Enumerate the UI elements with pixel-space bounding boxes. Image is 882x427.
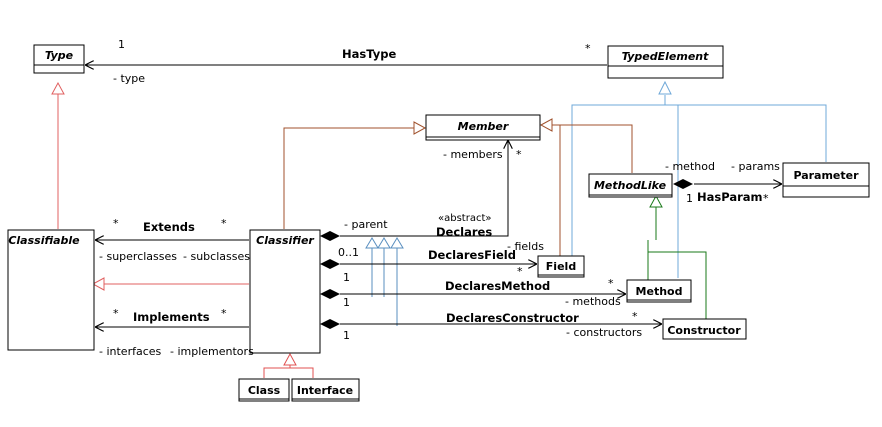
class-member[interactable]: Member xyxy=(425,114,541,141)
mult-declares-method-parent: 1 xyxy=(343,271,350,284)
class-class-name: Class xyxy=(248,384,281,397)
mult-implements-left: * xyxy=(113,307,119,320)
assoc-declares-stereotype: «abstract» xyxy=(438,213,492,224)
role-interfaces: - interfaces xyxy=(99,345,162,358)
role-fields: - fields xyxy=(507,240,544,253)
mult-declares-method-method: * xyxy=(608,277,614,290)
mult-has-type-typed: * xyxy=(585,42,591,55)
role-method: - method xyxy=(665,160,715,173)
generalization-method-like xyxy=(647,194,707,319)
class-parameter-name: Parameter xyxy=(793,169,859,182)
role-methods: - methods xyxy=(565,295,621,308)
mult-declares-field-parent: 0..1 xyxy=(338,246,359,259)
role-subclasses: - subclasses xyxy=(183,250,250,263)
association-declares-method xyxy=(320,289,626,299)
mult-has-param-params: * xyxy=(763,192,769,205)
role-type: - type xyxy=(113,72,145,85)
role-constructors: - constructors xyxy=(566,326,642,339)
role-parent: - parent xyxy=(344,218,388,231)
generalization-classifier-classifiable xyxy=(91,277,249,291)
class-interface-name: Interface xyxy=(297,384,353,397)
class-classifiable-name: Classifiable xyxy=(8,234,80,247)
generalization-class-interface xyxy=(263,352,314,378)
mult-declares-constructor-ctor: * xyxy=(632,310,638,323)
assoc-has-param-label: HasParam xyxy=(697,190,763,204)
class-classifier[interactable]: Classifier xyxy=(249,229,321,354)
class-class[interactable]: Class xyxy=(238,378,290,402)
assoc-implements-label: Implements xyxy=(133,310,210,324)
mult-has-param-method: 1 xyxy=(686,192,693,205)
association-declares-field xyxy=(320,259,537,269)
role-params: - params xyxy=(731,160,780,173)
mult-implements-right: * xyxy=(221,307,227,320)
class-constructor[interactable]: Constructor xyxy=(662,318,747,340)
role-members: - members xyxy=(443,148,503,161)
mult-members: * xyxy=(516,148,522,161)
mult-has-type-type: 1 xyxy=(118,38,125,51)
assoc-declares-label: Declares xyxy=(436,225,492,239)
mult-declares-constructor-parent: 1 xyxy=(343,329,350,342)
class-classifier-name: Classifier xyxy=(256,234,314,247)
association-declares xyxy=(320,140,508,241)
class-type-name: Type xyxy=(45,49,74,62)
mult-extends-left: * xyxy=(113,217,119,230)
class-constructor-name: Constructor xyxy=(667,324,741,337)
class-typed-element-name: TypedElement xyxy=(622,50,710,63)
class-method-like[interactable]: MethodLike xyxy=(588,173,673,198)
class-typed-element[interactable]: TypedElement xyxy=(607,45,724,79)
assoc-has-type-label: HasType xyxy=(342,47,396,61)
association-declares-constructor xyxy=(320,319,662,329)
class-classifiable[interactable]: Classifiable xyxy=(7,229,95,351)
mult-extends-right: * xyxy=(221,217,227,230)
generalization-member xyxy=(283,118,633,258)
association-has-param xyxy=(673,179,782,189)
class-method[interactable]: Method xyxy=(626,279,692,303)
assoc-declares-field-label: DeclaresField xyxy=(428,248,516,262)
assoc-declares-method-label: DeclaresMethod xyxy=(445,279,550,293)
class-member-name: Member xyxy=(458,120,509,133)
class-field-name: Field xyxy=(546,260,576,273)
class-interface[interactable]: Interface xyxy=(291,378,360,402)
class-field[interactable]: Field xyxy=(537,255,585,278)
role-superclasses: - superclasses xyxy=(99,250,177,263)
class-method-name: Method xyxy=(636,285,683,298)
assoc-extends-label: Extends xyxy=(143,220,195,234)
mult-declares-field-field: * xyxy=(517,265,523,278)
class-method-like-name: MethodLike xyxy=(594,179,667,192)
mult-declares-method-parent-2: 1 xyxy=(343,296,350,309)
generalization-classifiable-type xyxy=(51,81,65,229)
class-parameter[interactable]: Parameter xyxy=(782,162,870,198)
role-implementors: - implementors xyxy=(170,345,254,358)
generalization-classifier-blue xyxy=(365,237,404,326)
assoc-declares-constructor-label: DeclaresConstructor xyxy=(446,311,579,325)
class-type[interactable]: Type xyxy=(33,44,85,74)
